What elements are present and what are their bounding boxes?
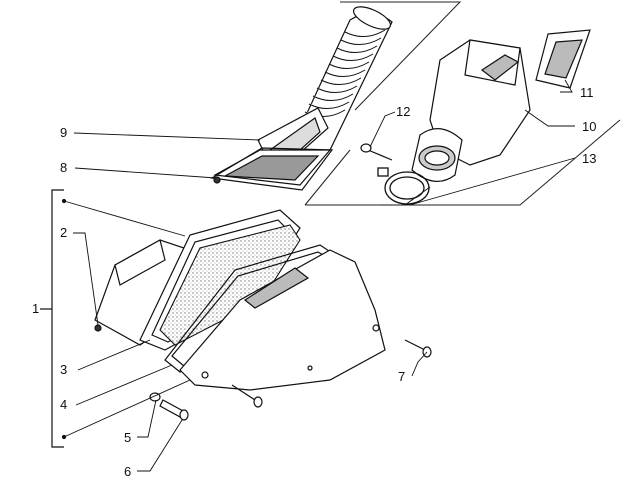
inlet-duct: [411, 39, 531, 182]
label-part-4: 4: [60, 397, 68, 412]
label-part-6: 6: [124, 464, 132, 479]
screw-cover: [231, 384, 263, 408]
label-part-12: 12: [396, 104, 411, 119]
label-part-8: 8: [60, 160, 68, 175]
label-part-5: 5: [124, 430, 132, 445]
rubber-cap: [535, 29, 591, 89]
label-part-3: 3: [60, 362, 68, 377]
label-part-11: 11: [580, 85, 594, 100]
label-part-10: 10: [582, 119, 597, 134]
label-part-13: 13: [582, 151, 597, 166]
intake-hose: [213, 6, 393, 186]
gasket: [210, 147, 334, 191]
leader-lines: [63, 79, 576, 472]
screw-12: [360, 143, 393, 161]
bolt-6: [159, 399, 189, 421]
label-part-9: 9: [60, 125, 68, 140]
label-part-2: 2: [60, 225, 68, 240]
filter-cover: [179, 249, 386, 391]
label-part-7: 7: [398, 369, 406, 384]
label-part-1: 1: [32, 301, 40, 316]
screw-7: [404, 339, 432, 358]
subassembly-frame: [304, 1, 621, 206]
